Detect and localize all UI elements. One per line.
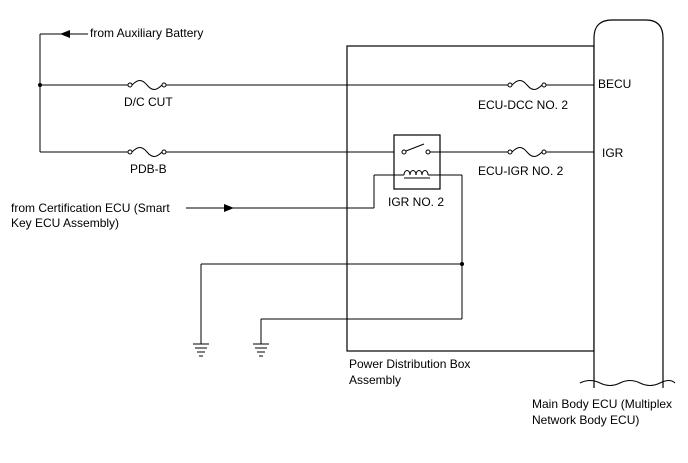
pdb-b-fuse-icon xyxy=(127,147,167,157)
ecu-dcc-fuse-icon xyxy=(507,80,547,90)
igr-relay-box xyxy=(393,134,441,190)
main-body-ecu-label-line1: Main Body ECU (Multiplex xyxy=(532,397,673,411)
main-body-ecu-label-line2: Network Body ECU) xyxy=(532,413,640,427)
cert-ecu-arrow-icon xyxy=(224,204,234,212)
from-cert-ecu-label-line1: from Certification ECU (Smart xyxy=(11,201,170,215)
dc-cut-fuse-label: D/C CUT xyxy=(124,95,173,109)
from-aux-battery-label: from Auxiliary Battery xyxy=(90,26,204,40)
ecu-dcc-no2-fuse-label: ECU-DCC NO. 2 xyxy=(478,98,569,112)
ecu-igr-no2-fuse-label: ECU-IGR NO. 2 xyxy=(478,164,564,178)
ground-symbol-icon xyxy=(193,343,209,357)
from-cert-ecu-label-line2: Key ECU Assembly) xyxy=(11,216,120,230)
relay-switch-contact-icon xyxy=(401,143,431,155)
main-body-ecu-wavy-bottom xyxy=(579,380,676,386)
main-body-ecu-outline xyxy=(593,19,664,388)
pdb-assembly-label-line2: Assembly xyxy=(349,373,402,387)
power-distribution-box xyxy=(346,45,595,352)
pdb-assembly-label-line1: Power Distribution Box xyxy=(349,357,471,371)
dc-cut-fuse-icon xyxy=(127,80,167,90)
igr-terminal-label: IGR xyxy=(602,146,624,160)
relay-coil-icon xyxy=(374,170,462,179)
aux-battery-arrow-icon xyxy=(60,30,70,38)
igr-no2-relay-label: IGR NO. 2 xyxy=(388,195,445,209)
pdb-b-fuse-label: PDB-B xyxy=(130,162,167,176)
ecu-igr-fuse-icon xyxy=(507,147,547,157)
ground-symbol-icon xyxy=(253,343,269,357)
becu-terminal-label: BECU xyxy=(598,77,632,91)
